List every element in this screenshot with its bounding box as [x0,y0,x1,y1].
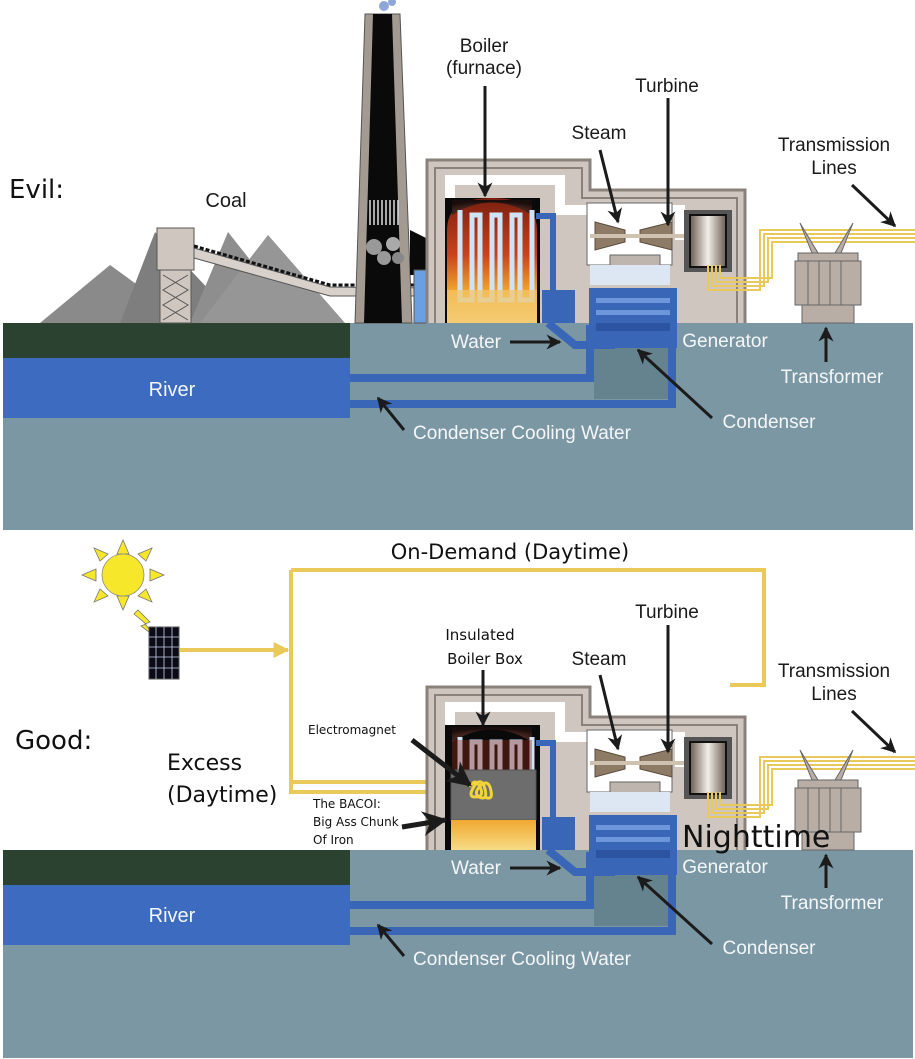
turbine-label: Turbine [635,76,699,97]
bacoi-iron-chunk [451,820,536,850]
cooling-water-arrow [376,923,406,957]
steam-label: Steam [572,649,627,670]
transmission-label-2: Lines [811,684,856,705]
transmission-wires [707,756,915,818]
river [3,885,350,945]
grass-strip [3,850,350,885]
transmission-label-1: Transmission [778,135,890,156]
bacoi-arrow [401,811,448,836]
grass-strip [3,323,350,358]
transmission-wires [707,229,915,291]
generator [684,210,732,272]
transmission-label-2: Lines [811,158,856,179]
boiler-label-2: (furnace) [446,58,522,79]
cooling-water-label: Condenser Cooling Water [413,423,632,444]
excess-label-1: Excess [167,751,242,776]
electromagnet-arrow [410,738,472,787]
good-panel: On-Demand (Daytime) Insulated Boiler Box… [0,530,915,1059]
river-label: River [149,379,196,401]
condenser-arrow [636,875,714,946]
generator-label: Generator [682,331,768,352]
steam-arrow [598,674,623,751]
sun-icon [80,538,166,612]
bacoi-label-3: Of Iron [313,833,354,847]
transformer [794,222,862,324]
condenser-arrow [636,348,714,420]
good-heading: Good: [15,726,93,756]
condenser-label: Condenser [723,412,817,433]
insulated-label-1: Insulated [445,626,514,644]
solar-thermal-plant-diagram: On-Demand (Daytime) Insulated Boiler Box… [3,538,915,1058]
turbine-label: Turbine [635,602,699,623]
steam-label: Steam [572,123,627,144]
boiler-label-1: Boiler [460,36,509,57]
smokestack [354,0,440,324]
river-label: River [149,905,196,927]
solar-panel-icon [148,626,180,680]
transformer-label: Transformer [781,367,884,388]
evil-heading: Evil: [9,175,65,205]
condenser [589,815,677,875]
transmission-label-1: Transmission [778,661,890,682]
river [3,358,350,418]
water-label: Water [451,858,502,879]
condenser [589,288,677,348]
evil-panel: Coal Boiler (furnace) Turbine Steam Tran… [3,0,915,530]
steam-arrow [598,149,623,224]
feedwater-pipe [536,740,615,876]
electromagnet-label: Electromagnet [308,723,396,737]
coal-plant-diagram: Coal Boiler (furnace) Turbine Steam Tran… [3,0,915,530]
generator-label: Generator [682,857,768,878]
excess-label-2: (Daytime) [167,783,277,808]
transmission-arrow [850,183,897,228]
coal-label: Coal [205,190,246,212]
generator [684,737,732,799]
insulated-label-2: Boiler Box [447,650,523,668]
transformer [794,749,862,851]
cooling-water-arrow [376,396,406,431]
transmission-arrow [850,709,897,754]
cooling-water-label: Condenser Cooling Water [413,949,632,970]
turbine-housing [586,202,686,285]
conveyor-tower [156,227,195,324]
bacoi-label-1: The BACOI: [312,797,381,811]
water-label: Water [451,332,502,353]
transformer-label: Transformer [781,893,884,914]
condenser-label: Condenser [723,938,817,959]
nighttime-label: Nighttime [682,820,830,855]
turbine-housing [586,729,686,812]
on-demand-label: On-Demand (Daytime) [391,540,629,564]
bacoi-label-2: Big Ass Chunk [313,815,399,829]
boiler-furnace [445,198,540,323]
